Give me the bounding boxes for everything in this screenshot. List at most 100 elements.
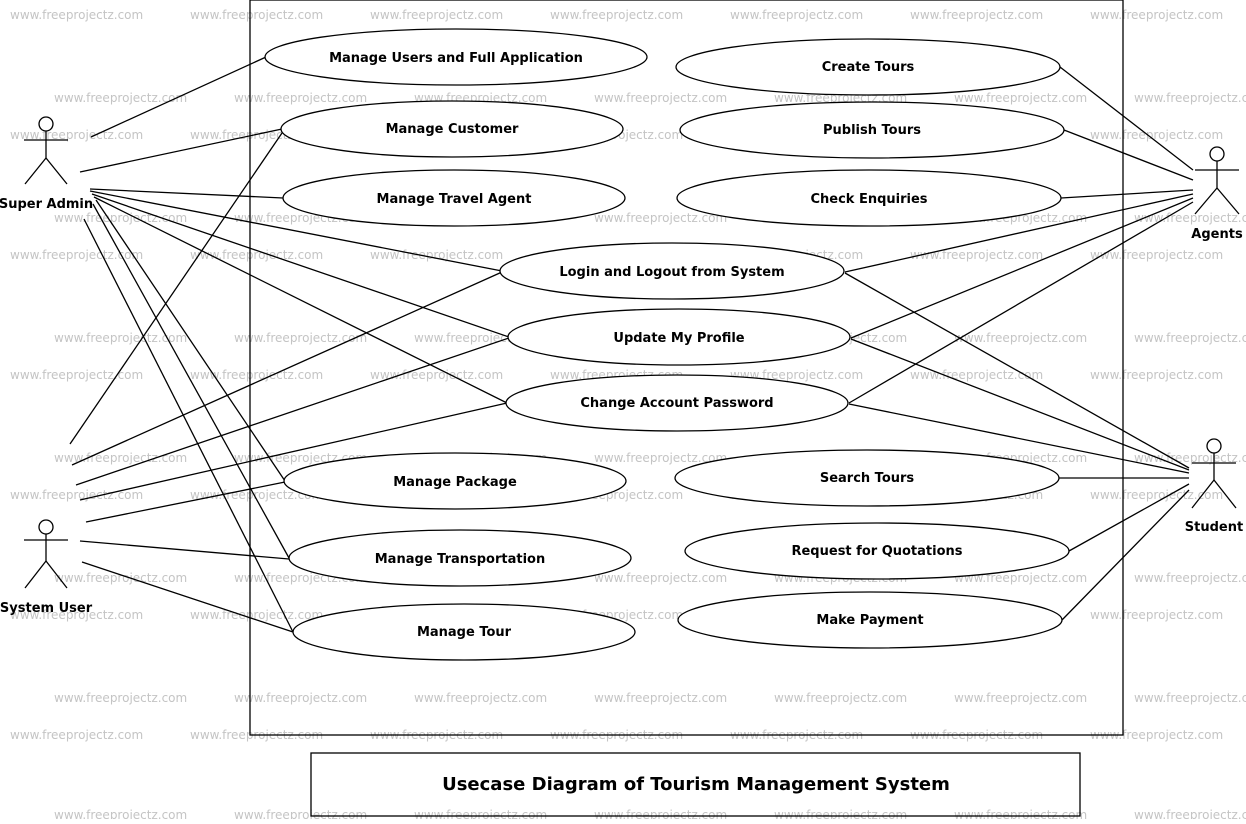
watermark-text: www.freeprojectz.com [190,488,323,502]
assoc-user-manage-tour [81,561,294,633]
associations [69,56,1194,633]
actor-label: Agents [1191,227,1243,242]
assoc-admin-manage-users [90,56,267,138]
usecase-manage-customer[interactable]: Manage Customer [280,100,624,158]
assoc-user-manage-package [85,481,286,523]
assoc-admin-manage-customer [79,128,283,173]
usecase-update-profile[interactable]: Update My Profile [507,308,851,366]
actor-label: Student [1185,520,1243,535]
usecase-label: Request for Quotations [791,544,962,559]
watermark-text: www.freeprojectz.com [234,331,367,345]
stick-figure-icon [1191,438,1237,509]
assoc-agents-change-password [848,201,1194,404]
usecase-request-quotations[interactable]: Request for Quotations [684,522,1070,580]
usecase-label: Search Tours [820,471,915,486]
watermark-text: www.freeprojectz.com [594,211,727,225]
usecase-search-tours[interactable]: Search Tours [674,449,1060,507]
watermark-text: www.freeprojectz.com [10,368,143,382]
watermark-text: www.freeprojectz.com [370,368,503,382]
watermark-text: www.freeprojectz.com [54,331,187,345]
assoc-agents-create-tours [1059,66,1194,171]
watermark-text: www.freeprojectz.com [594,571,727,585]
watermark-text: www.freeprojectz.com [910,248,1043,262]
usecase-label: Manage Transportation [375,552,546,567]
usecase-label: Manage Tour [417,625,512,640]
watermark-text: www.freeprojectz.com [1134,571,1246,585]
actor-label: Super Admin [0,197,93,212]
usecase-make-payment[interactable]: Make Payment [677,591,1063,649]
watermark-text: www.freeprojectz.com [414,691,547,705]
assoc-user-manage-transportation [79,540,290,560]
watermark-text: www.freeprojectz.com [954,91,1087,105]
assoc-student-update-profile [850,338,1190,471]
watermark-text: www.freeprojectz.com [910,368,1043,382]
watermark-text: www.freeprojectz.com [190,368,323,382]
watermark-text: www.freeprojectz.com [1134,91,1246,105]
watermark-text: www.freeprojectz.com [234,808,367,819]
watermark-text: www.freeprojectz.com [370,248,503,262]
assoc-admin-manage-package [95,199,286,482]
watermark-text: www.freeprojectz.com [54,451,187,465]
usecase-create-tours[interactable]: Create Tours [675,38,1061,96]
usecase-check-enquiries[interactable]: Check Enquiries [676,169,1062,227]
watermark-text: www.freeprojectz.com [1134,211,1246,225]
watermark-text: www.freeprojectz.com [234,691,367,705]
usecase-publish-tours[interactable]: Publish Tours [679,101,1065,159]
usecase-label: Make Payment [816,613,923,628]
assoc-admin-manage-travel-agent [89,188,284,199]
watermark-text: www.freeprojectz.com [54,571,187,585]
watermark-text: www.freeprojectz.com [234,91,367,105]
watermark-text: www.freeprojectz.com [10,608,143,622]
usecase-manage-travel-agent[interactable]: Manage Travel Agent [282,169,626,227]
actor-system-user[interactable]: System User [0,519,93,616]
usecase-label: Manage Travel Agent [377,192,532,207]
assoc-agents-update-profile [850,197,1194,339]
usecase-manage-transportation[interactable]: Manage Transportation [288,529,632,587]
assoc-user-login [71,271,503,466]
diagram-caption: Usecase Diagram of Tourism Management Sy… [310,752,1081,817]
usecase-label: Manage Customer [386,122,519,137]
usecase-label: Create Tours [822,60,915,75]
usecase-label: Manage Users and Full Application [329,51,583,66]
watermark-text: www.freeprojectz.com [190,8,323,22]
assoc-admin-manage-transportation [92,203,290,559]
watermark-text: www.freeprojectz.com [594,91,727,105]
watermark-text: www.freeprojectz.com [550,8,683,22]
watermark-text: www.freeprojectz.com [1134,451,1246,465]
usecase-change-password[interactable]: Change Account Password [505,374,849,432]
assoc-student-login [844,272,1190,469]
stick-figure-icon [24,116,68,185]
actor-student[interactable]: Student [1185,438,1243,535]
usecase-label: Change Account Password [580,396,773,411]
watermark-text: www.freeprojectz.com [1090,8,1223,22]
assoc-agents-check-enquiries [1060,189,1194,199]
assoc-admin-manage-tour [83,218,294,633]
usecase-login-logout[interactable]: Login and Logout from System [499,242,845,300]
watermark-text: www.freeprojectz.com [10,248,143,262]
usecase-label: Manage Package [393,475,517,490]
watermark-text: www.freeprojectz.com [1090,128,1223,142]
watermark-text: www.freeprojectz.com [730,8,863,22]
watermark-text: www.freeprojectz.com [774,691,907,705]
stick-figure-icon [1194,146,1240,215]
watermark-text: www.freeprojectz.com [1090,368,1223,382]
watermark-text: www.freeprojectz.com [910,8,1043,22]
assoc-agents-login [844,193,1194,273]
assoc-user-update-profile [75,337,510,486]
assoc-student-request-quotations [1068,483,1190,552]
actor-agents[interactable]: Agents [1191,146,1243,242]
assoc-user-change-password [79,402,508,501]
assoc-user-manage-customer [69,132,283,445]
stick-figure-icon [24,519,68,589]
usecase-label: Publish Tours [823,123,921,138]
watermark-text: www.freeprojectz.com [774,808,907,819]
watermark-text: www.freeprojectz.com [10,8,143,22]
usecase-manage-users[interactable]: Manage Users and Full Application [264,28,648,86]
usecases: Manage Users and Full Application Manage… [264,28,1070,661]
actor-super-admin[interactable]: Super Admin [0,116,93,212]
watermark-text: www.freeprojectz.com [954,808,1087,819]
watermark-text: www.freeprojectz.com [594,691,727,705]
usecase-manage-tour[interactable]: Manage Tour [292,603,636,661]
usecase-manage-package[interactable]: Manage Package [283,452,627,510]
caption-text: Usecase Diagram of Tourism Management Sy… [442,774,950,795]
